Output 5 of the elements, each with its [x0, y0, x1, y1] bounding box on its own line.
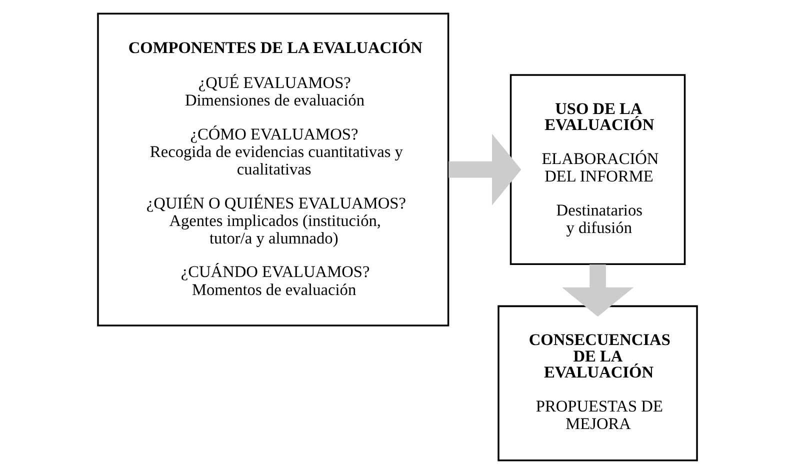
node-box: CONSECUENCIAS DE LA EVALUACIÓN PROPUESTAS DE MEJORA	[497, 304, 698, 461]
arrow	[561, 264, 634, 316]
arrow	[448, 133, 521, 205]
node-box: COMPONENTES DE LA EVALUACIÓN ¿QUÉ EVALUAMOS? Dimensiones de evaluación ¿CÓMO EVALUAMOS? Recogida de evidencias cuantitativas y cualitativas ¿QUIÉN O QUIÉNES EVALUAMOS? Agentes implicados (institución, tutor/a y alumnado) ¿CUÁNDO EVALUAMOS? Momentos de evaluación	[96, 12, 449, 326]
node-box: USO DE LA EVALUACIÓN ELABORACIÓN DEL INFORME Destinatarios y difusión	[509, 74, 686, 265]
